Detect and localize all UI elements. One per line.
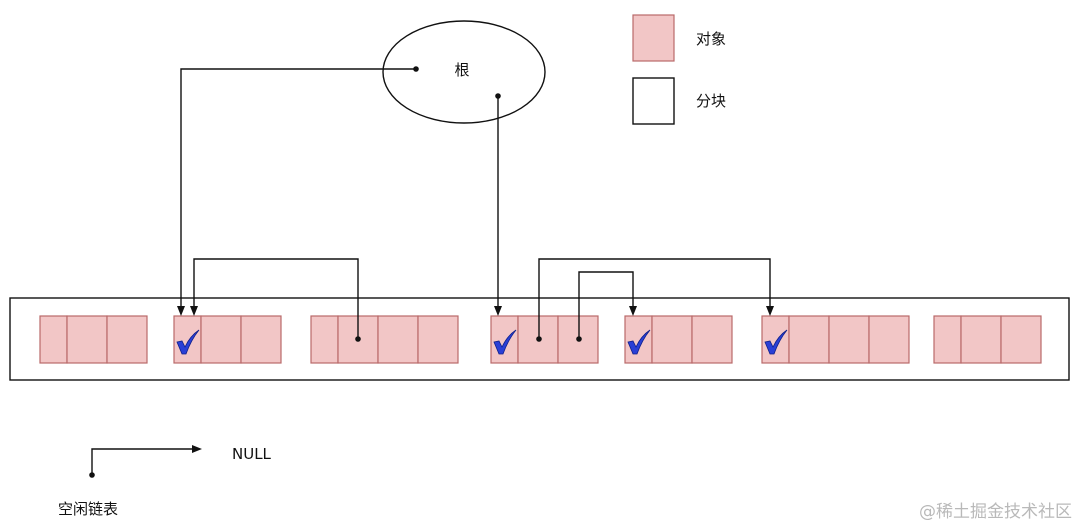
object-field-cell — [66, 315, 108, 364]
legend-chunk-swatch — [632, 77, 675, 125]
object-header-cell — [173, 315, 202, 364]
root-to-object-2-arrowhead — [177, 306, 185, 316]
object-field-cell — [828, 315, 870, 364]
object-4-pointer-dot-2 — [576, 336, 582, 342]
object-field-cell — [240, 315, 282, 364]
object-header-cell — [761, 315, 790, 364]
free-list-pointer-dot — [89, 472, 95, 478]
object-3-to-object-2-arrowhead — [190, 306, 198, 316]
root-label: 根 — [454, 61, 469, 79]
object-header-cell — [624, 315, 653, 364]
legend: 对象 分块 — [632, 14, 726, 125]
object-header-cell — [490, 315, 519, 364]
legend-chunk-label: 分块 — [696, 92, 726, 110]
object-4-to-object-5-arrowhead — [629, 306, 637, 316]
object-4-pointer-dot-1 — [536, 336, 542, 342]
heap-object-1 — [39, 315, 148, 364]
heap-object-2 — [173, 315, 282, 364]
null-label: NULL — [232, 445, 272, 463]
object-3-to-object-2-reference — [193, 258, 359, 339]
root-pointer-dot-2 — [495, 93, 501, 99]
object-field-cell — [417, 315, 459, 364]
heap-object-4 — [490, 315, 599, 364]
object-field-cell — [651, 315, 693, 364]
root-to-object-4-arrowhead — [494, 306, 502, 316]
references — [177, 66, 774, 342]
object-header-cell — [310, 315, 339, 364]
object-field-cell — [377, 315, 419, 364]
root-pointer-dot-1 — [413, 66, 419, 72]
object-4-to-object-5-reference — [578, 271, 634, 339]
heap-object-5 — [624, 315, 733, 364]
watermark: @稀土掘金技术社区 — [919, 502, 1072, 522]
heap-object-3 — [310, 315, 459, 364]
object-field-cell — [788, 315, 830, 364]
object-4-to-object-6-arrowhead — [766, 306, 774, 316]
free-list-to-null-pointer — [91, 448, 193, 475]
object-header-cell — [933, 315, 962, 364]
object-field-cell — [960, 315, 1002, 364]
object-3-pointer-dot — [355, 336, 361, 342]
root-to-object-2-reference — [180, 68, 416, 308]
free-list-label: 空闲链表 — [58, 500, 118, 518]
legend-object-label: 对象 — [696, 30, 726, 48]
legend-object-swatch — [632, 14, 675, 62]
root-node: 根 — [382, 20, 546, 124]
free-list-arrowhead — [192, 445, 202, 453]
heap-object-6 — [761, 315, 910, 364]
heap-object-7 — [933, 315, 1042, 364]
object-field-cell — [200, 315, 242, 364]
root-ellipse — [382, 20, 546, 124]
object-header-cell — [39, 315, 68, 364]
object-field-cell — [691, 315, 733, 364]
object-field-cell — [868, 315, 910, 364]
object-field-cell — [1000, 315, 1042, 364]
free-list: NULL 空闲链表 — [58, 445, 272, 518]
object-4-to-object-6-reference — [538, 258, 771, 339]
object-field-cell — [106, 315, 148, 364]
